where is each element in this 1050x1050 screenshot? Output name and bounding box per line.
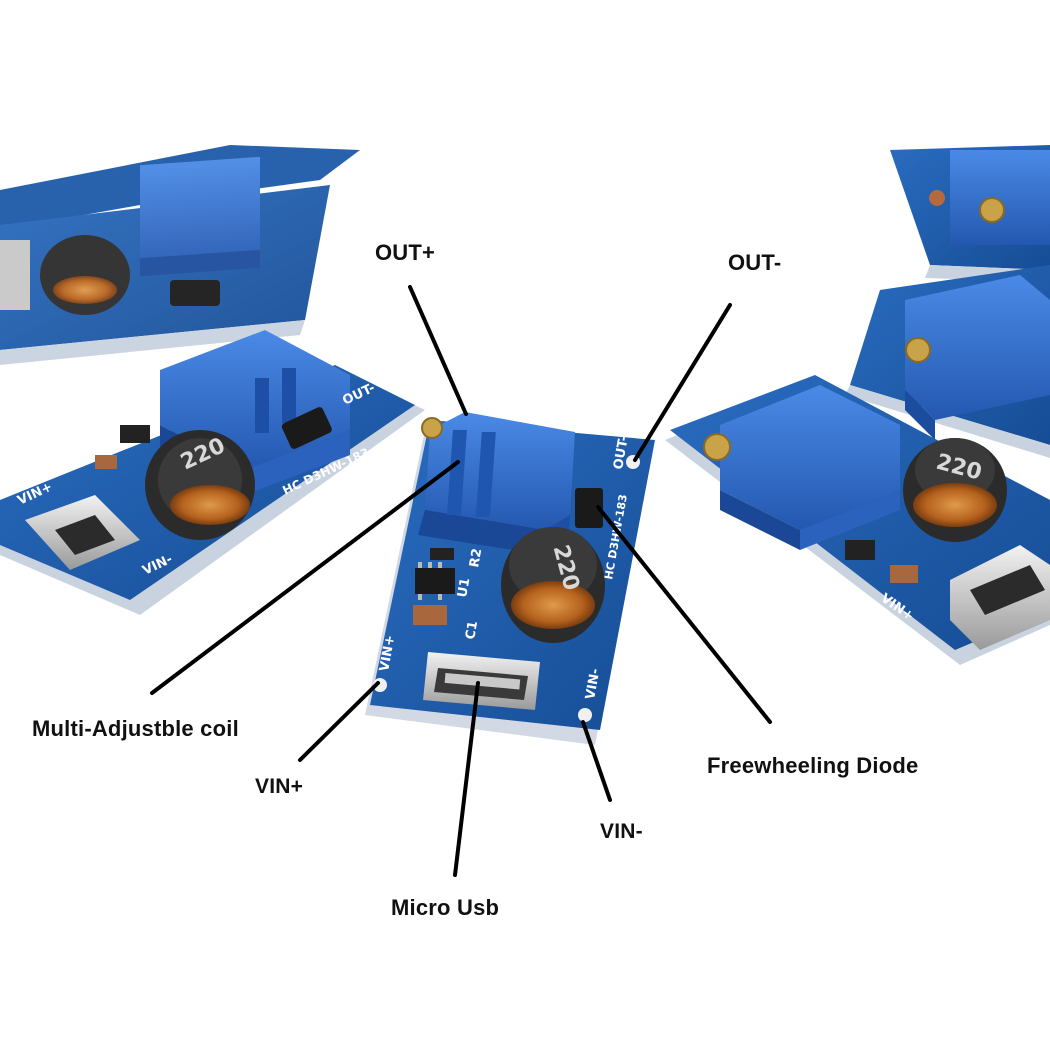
label-freewheeling-diode: Freewheeling Diode (707, 753, 919, 778)
label-multi-adjustable-coil: Multi-Adjustble coil (32, 716, 239, 741)
label-micro-usb: Micro Usb (391, 895, 500, 920)
vin-plus-pointer (298, 681, 380, 762)
coil-pointer (150, 460, 460, 695)
background-board-top-left (0, 145, 360, 365)
background-board-right-middle (845, 265, 1050, 458)
background-board-top-right (890, 145, 1050, 282)
potentiometer[interactable] (418, 412, 575, 555)
silk-vin-minus: VIN- (583, 667, 603, 700)
label-out-minus: OUT- (728, 250, 782, 275)
callout-lines (150, 285, 772, 877)
vin-minus-pointer (581, 720, 612, 802)
inductor: 220 (501, 527, 605, 643)
micro-usb-pointer (453, 681, 480, 877)
out-minus-pointer (633, 303, 732, 462)
freewheeling-diode[interactable] (575, 488, 603, 528)
out-plus-pointer (408, 285, 468, 416)
micro-usb-port[interactable] (423, 652, 540, 710)
label-out-plus: OUT+ (375, 240, 436, 265)
label-vin-plus: VIN+ (255, 775, 304, 798)
silk-u1: U1 (455, 577, 473, 599)
center-board[interactable]: 220 OUT- HC D3HW-183 U1 C1 R2 VIN+ VIN- (365, 412, 655, 745)
right-board: 220 VIN+ (665, 375, 1050, 665)
label-vin-minus: VIN- (600, 820, 643, 843)
silk-c1: C1 (463, 620, 481, 641)
left-board: 220 VIN+ VIN- OUT- HC D3HW-183 (0, 330, 425, 615)
silk-out-minus: OUT- (611, 435, 632, 471)
silk-vin-plus: VIN+ (377, 634, 398, 673)
silk-r2: R2 (467, 547, 485, 568)
diode-pointer (596, 505, 772, 724)
